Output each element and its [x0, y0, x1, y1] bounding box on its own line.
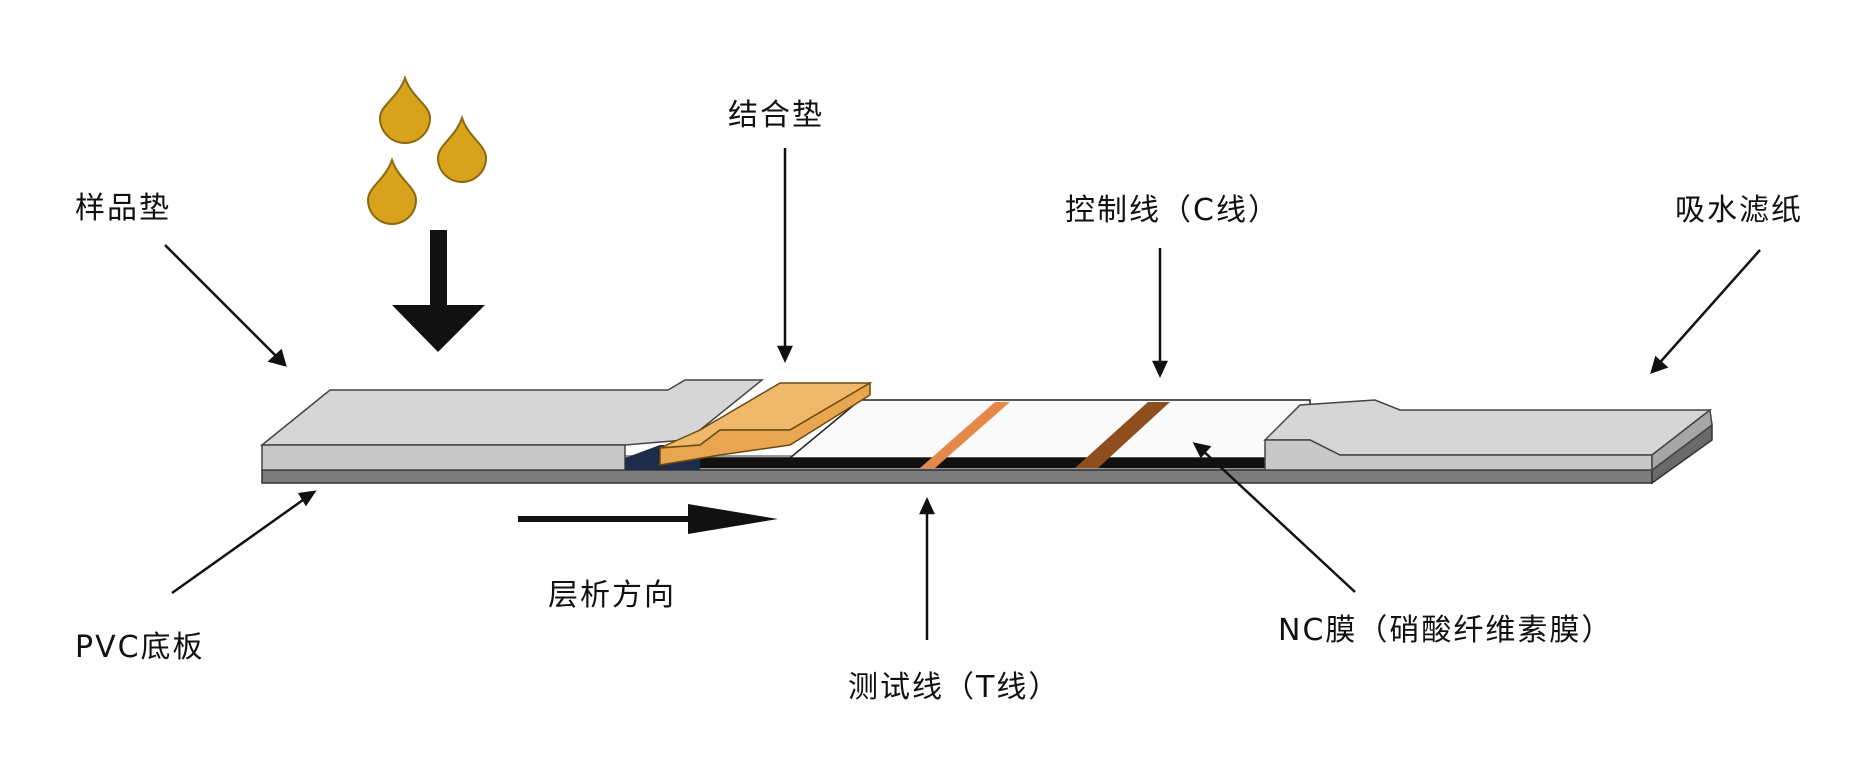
pointer-lines — [164, 148, 1761, 640]
absorbent-paper-pointer-head — [1650, 355, 1669, 374]
sample-drop-icon — [378, 74, 432, 144]
test-line-label: 测试线（T线） — [848, 670, 1061, 705]
pvc-backing-pointer — [171, 493, 311, 595]
conjugate-pad — [659, 381, 871, 466]
pvc-backing-pointer-head — [297, 490, 317, 507]
absorbent-paper-pointer — [1654, 249, 1761, 369]
pvc-backing — [261, 469, 1653, 484]
nc-membrane-pointer — [1199, 447, 1356, 593]
control-line — [1075, 402, 1170, 468]
nc-membrane-front — [625, 458, 1320, 468]
absorbent-paper-label: 吸水滤纸 — [1675, 193, 1803, 228]
pvc-backing-label: PVC底板 — [75, 630, 205, 665]
sample-pad — [261, 444, 626, 471]
sample-pad-pointer — [164, 244, 286, 366]
control-line-label: 控制线（C线） — [1065, 193, 1280, 228]
sample-drops — [366, 74, 488, 225]
sample-drop-icon — [366, 156, 418, 225]
sample-pad-top — [259, 379, 765, 446]
sample-pad-label: 样品垫 — [75, 191, 171, 226]
conjugate-pad-pointer-head — [777, 345, 793, 363]
control-line-pointer-head — [1152, 360, 1168, 378]
test-line — [920, 402, 1010, 468]
test-line-pointer-head — [919, 497, 935, 515]
sample-pad-pointer-head — [267, 348, 287, 367]
sample-application-arrow-icon — [392, 230, 485, 352]
sample-drop-icon — [436, 114, 488, 183]
conjugate-pad-label: 结合垫 — [728, 98, 824, 133]
nc-membrane-pointer-head — [1192, 442, 1212, 459]
test-strip — [259, 379, 1713, 485]
flow-direction-arrow-icon — [518, 504, 778, 534]
absorbent-paper-top — [1263, 399, 1713, 456]
absorbent-paper-side — [1651, 408, 1713, 472]
flow-direction-label: 层析方向 — [548, 578, 676, 613]
nc-membrane-label: NC膜（硝酸纤维素膜） — [1278, 613, 1614, 648]
